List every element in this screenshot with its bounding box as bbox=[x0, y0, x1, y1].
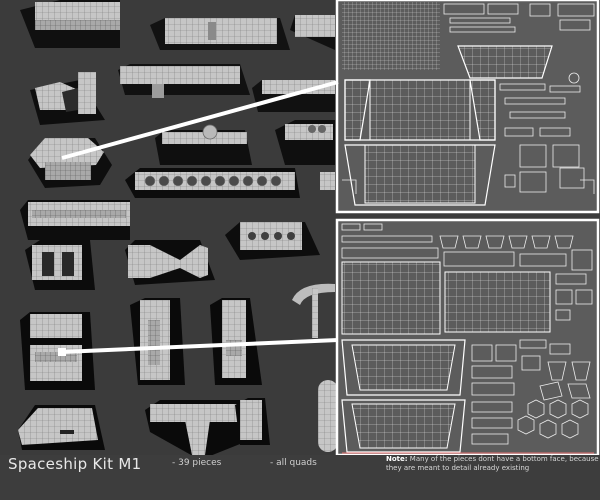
piece-dome-bar bbox=[155, 124, 252, 165]
piece-pillar-tall bbox=[130, 298, 185, 385]
piece-grate-panel bbox=[20, 200, 130, 240]
piece-arc-shield bbox=[318, 380, 338, 452]
uv-layout-panel-top bbox=[335, 0, 600, 214]
piece-count: - 39 pieces bbox=[172, 458, 222, 468]
piece-tail-fin bbox=[145, 400, 250, 455]
piece-turret-base bbox=[28, 138, 112, 188]
topology-info: - all quads bbox=[270, 458, 317, 468]
piece-coupling bbox=[275, 120, 335, 165]
kit-title: Spaceship Kit M1 bbox=[8, 455, 142, 473]
piece-pillar-side bbox=[210, 298, 262, 385]
uv-layout-panel-bottom bbox=[335, 218, 600, 455]
piece-cockpit-ramp bbox=[30, 72, 105, 125]
note-text: Note: Many of the pieces dont have a bot… bbox=[386, 455, 600, 473]
piece-side-clamp bbox=[25, 240, 95, 290]
kit-render-scene bbox=[18, 0, 600, 455]
piece-small-box bbox=[235, 398, 270, 445]
info-footer: Spaceship Kit M1 - 39 pieces - all quads… bbox=[0, 455, 600, 500]
piece-vent-block bbox=[20, 0, 120, 48]
piece-ring-frame bbox=[292, 283, 335, 338]
piece-rail-bracket bbox=[118, 64, 250, 98]
piece-corner-block bbox=[290, 15, 335, 50]
piece-fork-arm bbox=[125, 240, 215, 285]
note-body: Many of the pieces dont have a bottom fa… bbox=[386, 455, 599, 472]
piece-stack-module bbox=[20, 312, 95, 390]
note-label: Note: bbox=[386, 455, 408, 463]
piece-long-panel bbox=[150, 18, 290, 50]
piece-small-cap bbox=[320, 172, 335, 190]
kit-pieces bbox=[18, 0, 338, 455]
callout-lines bbox=[58, 80, 339, 356]
piece-nose-wedge bbox=[18, 405, 105, 450]
piece-thruster-box bbox=[225, 222, 320, 260]
piece-vent-rail bbox=[125, 168, 300, 198]
